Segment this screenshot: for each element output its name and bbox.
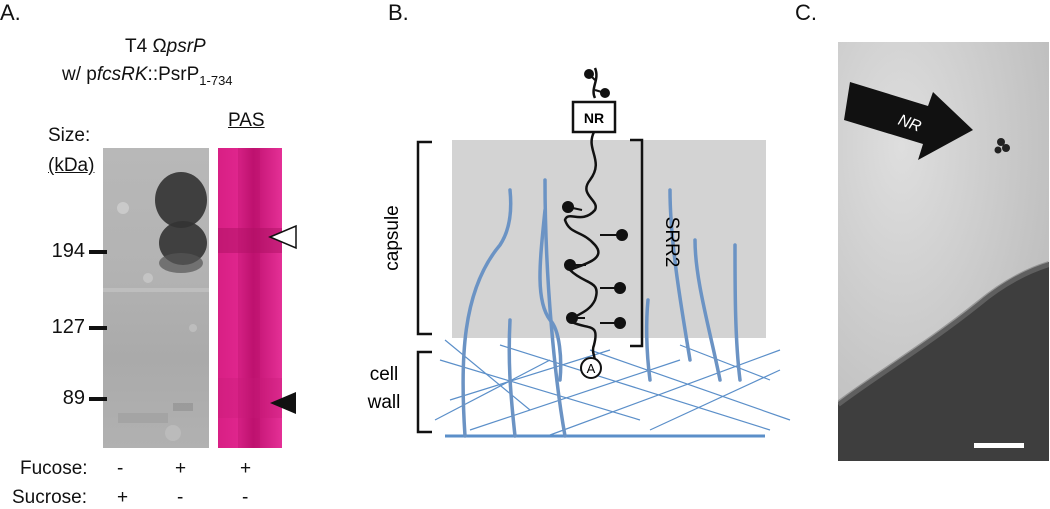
marker-194: 194: [51, 240, 85, 262]
psrp-schematic: NR A capsule SRR2 cell wall: [367, 67, 791, 438]
em-micrograph-image: NR: [838, 42, 1049, 461]
fucose-label: Fucose:: [20, 458, 88, 479]
srr2-glycans: [562, 201, 628, 329]
marker-89-tick: [89, 397, 107, 401]
pas-stain-bands: [218, 148, 282, 448]
marker-127-tick: [89, 326, 107, 330]
marker-89: 89: [62, 387, 85, 409]
nr-arrow: [844, 82, 973, 160]
capsule-label: capsule: [382, 205, 403, 271]
size-label: Size:: [48, 125, 91, 146]
srr2-bracket: [630, 138, 644, 348]
fucose-lane-1: -: [117, 458, 124, 479]
bacterial-cell: [838, 262, 1049, 461]
cell-wall-mesh: [434, 339, 791, 436]
fucose-lane-3: +: [240, 458, 252, 479]
marker-194-tick: [89, 250, 107, 254]
title-line2-italic: fcsRK: [96, 64, 148, 85]
pas-stain-lane: [218, 148, 282, 448]
capsule-bracket: [416, 140, 432, 336]
pas-label: PAS: [228, 110, 265, 131]
wall-label: wall: [367, 392, 401, 413]
panel-a-letter: A.: [0, 0, 21, 25]
kda-label: (kDa): [48, 155, 95, 176]
sucrose-lane-1: +: [117, 487, 129, 508]
srr2-label: SRR2: [661, 217, 682, 268]
nr-domain-label: NR: [584, 110, 604, 126]
srr2-stalk: [563, 131, 600, 364]
fucose-lane-2: +: [175, 458, 187, 479]
anchor-domain-label: A: [587, 361, 596, 376]
title-line2-suffix: ::PsrP: [147, 64, 200, 85]
capsule-region: [452, 140, 766, 338]
panel-a-title-line2: w/ pfcsRK::PsrP1-734: [62, 64, 233, 88]
filled-triangle-marker: [270, 392, 296, 414]
cell-label: cell: [370, 364, 399, 385]
em-micrograph: NR: [838, 42, 1049, 461]
cell-wall-bracket: [416, 350, 432, 434]
title-line2-prefix: w/ p: [62, 64, 97, 85]
psrp-tip: [592, 67, 598, 99]
panel-b-letter: B.: [388, 0, 409, 25]
panel-a-title-line1: T4 ΩpsrP: [125, 36, 206, 58]
anchor-domain: [580, 357, 602, 379]
open-triangle-marker: [268, 224, 297, 250]
sucrose-lane-3: -: [242, 487, 249, 508]
title-line1-prefix: T4 Ω: [125, 36, 167, 57]
capsule-fibers: [461, 178, 742, 438]
marker-127: 127: [51, 316, 85, 338]
scale-bar: [974, 443, 1024, 448]
western-blot-bands: [103, 172, 209, 441]
panel-c-letter: C.: [795, 0, 817, 25]
title-line2-subscript: 1-734: [199, 72, 233, 88]
sucrose-label: Sucrose:: [12, 487, 87, 508]
western-blot-gray: [103, 148, 209, 448]
title-line1-italic: psrP: [166, 36, 206, 57]
sucrose-lane-2: -: [177, 487, 184, 508]
